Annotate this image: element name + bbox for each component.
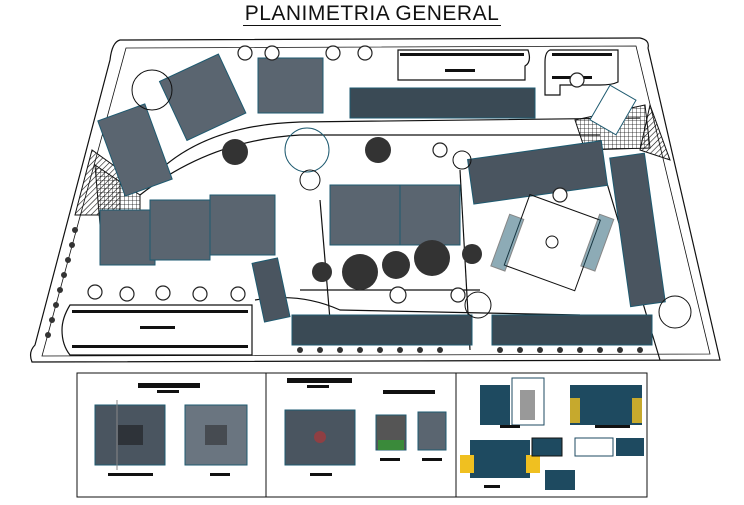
section-2 xyxy=(574,437,614,457)
housing-row-south-b xyxy=(491,314,653,346)
unit-plan-1 xyxy=(375,414,407,451)
section-1 xyxy=(531,437,563,457)
sheet-floor-plans-1 xyxy=(94,383,248,476)
elevation-1 xyxy=(480,377,545,426)
trees xyxy=(87,45,585,304)
roundabout-east xyxy=(658,295,692,329)
small-trees xyxy=(45,227,643,353)
sheet-elevations xyxy=(460,377,644,490)
unit-plan-2 xyxy=(417,411,447,451)
elevation-2 xyxy=(570,385,642,425)
site-boundary xyxy=(29,37,721,363)
detail-sheets xyxy=(76,372,648,498)
elevation-3 xyxy=(460,440,540,478)
soccer-field xyxy=(490,193,615,292)
housing-row-north xyxy=(349,87,536,119)
elevation-4 xyxy=(545,470,575,490)
housing-row-east xyxy=(609,152,666,308)
detail-frame xyxy=(76,372,648,498)
drawing-title: PLANIMETRIA GENERAL xyxy=(0,2,744,26)
housing-row-sw xyxy=(251,257,291,323)
floor-plan-b xyxy=(184,404,248,466)
housing-row-south-a xyxy=(291,314,473,346)
roundabout-north xyxy=(131,69,173,111)
housing-blocks xyxy=(97,53,666,346)
title-text: PLANIMETRIA GENERAL xyxy=(242,2,502,26)
section-3 xyxy=(616,438,644,456)
parking-north-left xyxy=(397,49,531,81)
sheet-floor-plans-2 xyxy=(284,378,447,476)
housing-row-central xyxy=(467,140,609,205)
floor-plan-c xyxy=(284,409,356,466)
parking-north-right xyxy=(544,49,619,96)
floor-plan-a xyxy=(94,400,166,470)
parking-south-west xyxy=(61,304,253,356)
plaza-features xyxy=(131,69,692,329)
